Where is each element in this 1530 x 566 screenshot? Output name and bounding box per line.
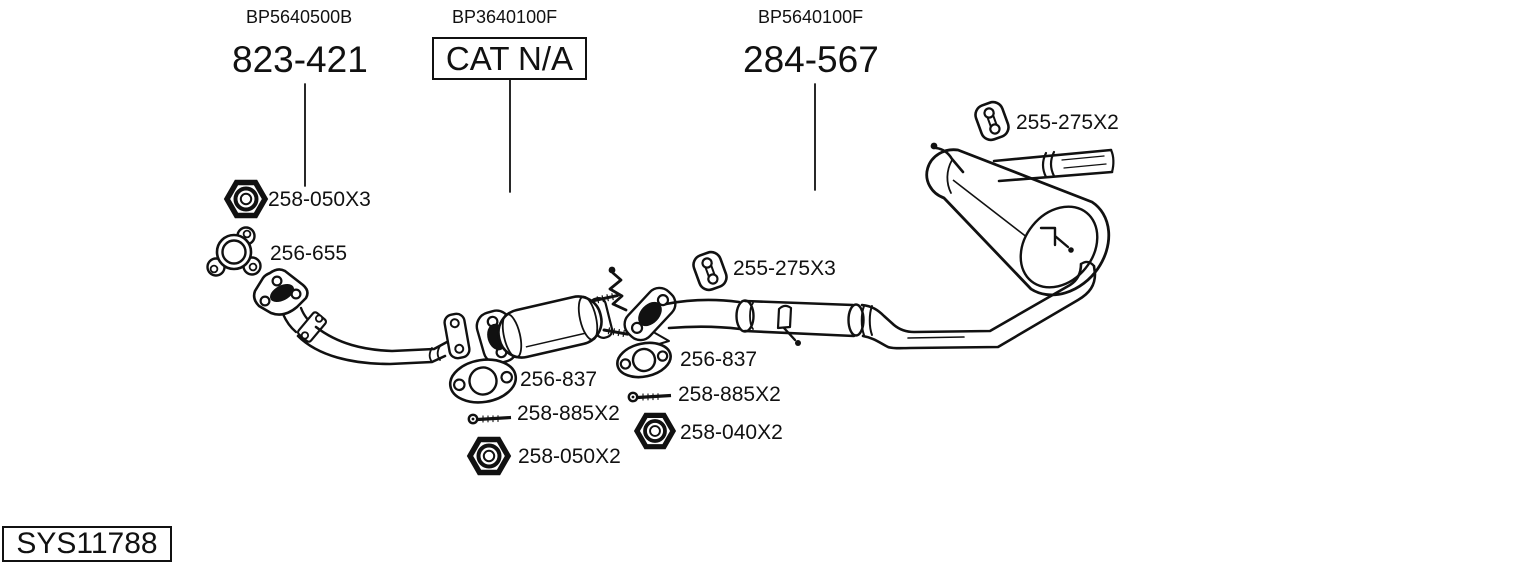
fitting-label-7: 256-837: [680, 348, 758, 371]
rear-muffler-drawing: [925, 142, 1115, 297]
catalytic-converter-drawing: [475, 293, 630, 365]
gasket-3hole-icon: [206, 226, 262, 277]
leader-lines: [304, 79, 816, 193]
gasket-2hole-icon: [616, 341, 672, 379]
hex-nut-icon: [227, 183, 265, 216]
fitting-label-5: 258-885X2: [517, 402, 620, 425]
oe-ref-label-1: BP5640500B: [246, 7, 353, 27]
front-pipe-drawing: [252, 268, 471, 366]
bolt-icon: [467, 413, 513, 425]
rubber-hanger-icon: [689, 247, 731, 295]
part-number-front-pipe: 823-421: [232, 39, 368, 80]
fitting-label-4: 256-837: [520, 368, 598, 391]
centre-flange-drawing: [608, 266, 677, 345]
hex-nut-icon: [470, 440, 508, 473]
bolt-icon: [627, 391, 673, 403]
oe-ref-label-3: BP5640100F: [758, 7, 864, 27]
fitting-label-0: 258-050X3: [268, 188, 371, 211]
rubber-hanger-icon: [971, 97, 1013, 145]
hex-nut-icon: [637, 415, 673, 446]
tail-pipe-drawing: [860, 260, 1097, 350]
system-code: SYS11788: [16, 527, 158, 560]
part-number-centre-silencer: 284-567: [743, 39, 879, 80]
fitting-label-6: 258-050X2: [518, 445, 621, 468]
oe-ref-label-2: BP3640100F: [452, 7, 558, 27]
part-number-cat: CAT N/A: [445, 39, 574, 77]
fitting-label-2: 255-275X2: [1016, 111, 1119, 134]
centre-silencer-drawing: [664, 298, 873, 346]
gasket-2hole-icon: [448, 358, 518, 404]
fitting-label-9: 258-040X2: [680, 421, 783, 444]
fitting-label-8: 258-885X2: [678, 383, 781, 406]
system-code-box: SYS11788: [2, 526, 172, 562]
cat-na-box: CAT N/A: [432, 37, 587, 80]
fitting-label-3: 255-275X3: [733, 257, 836, 280]
fitting-label-1: 256-655: [270, 242, 348, 265]
